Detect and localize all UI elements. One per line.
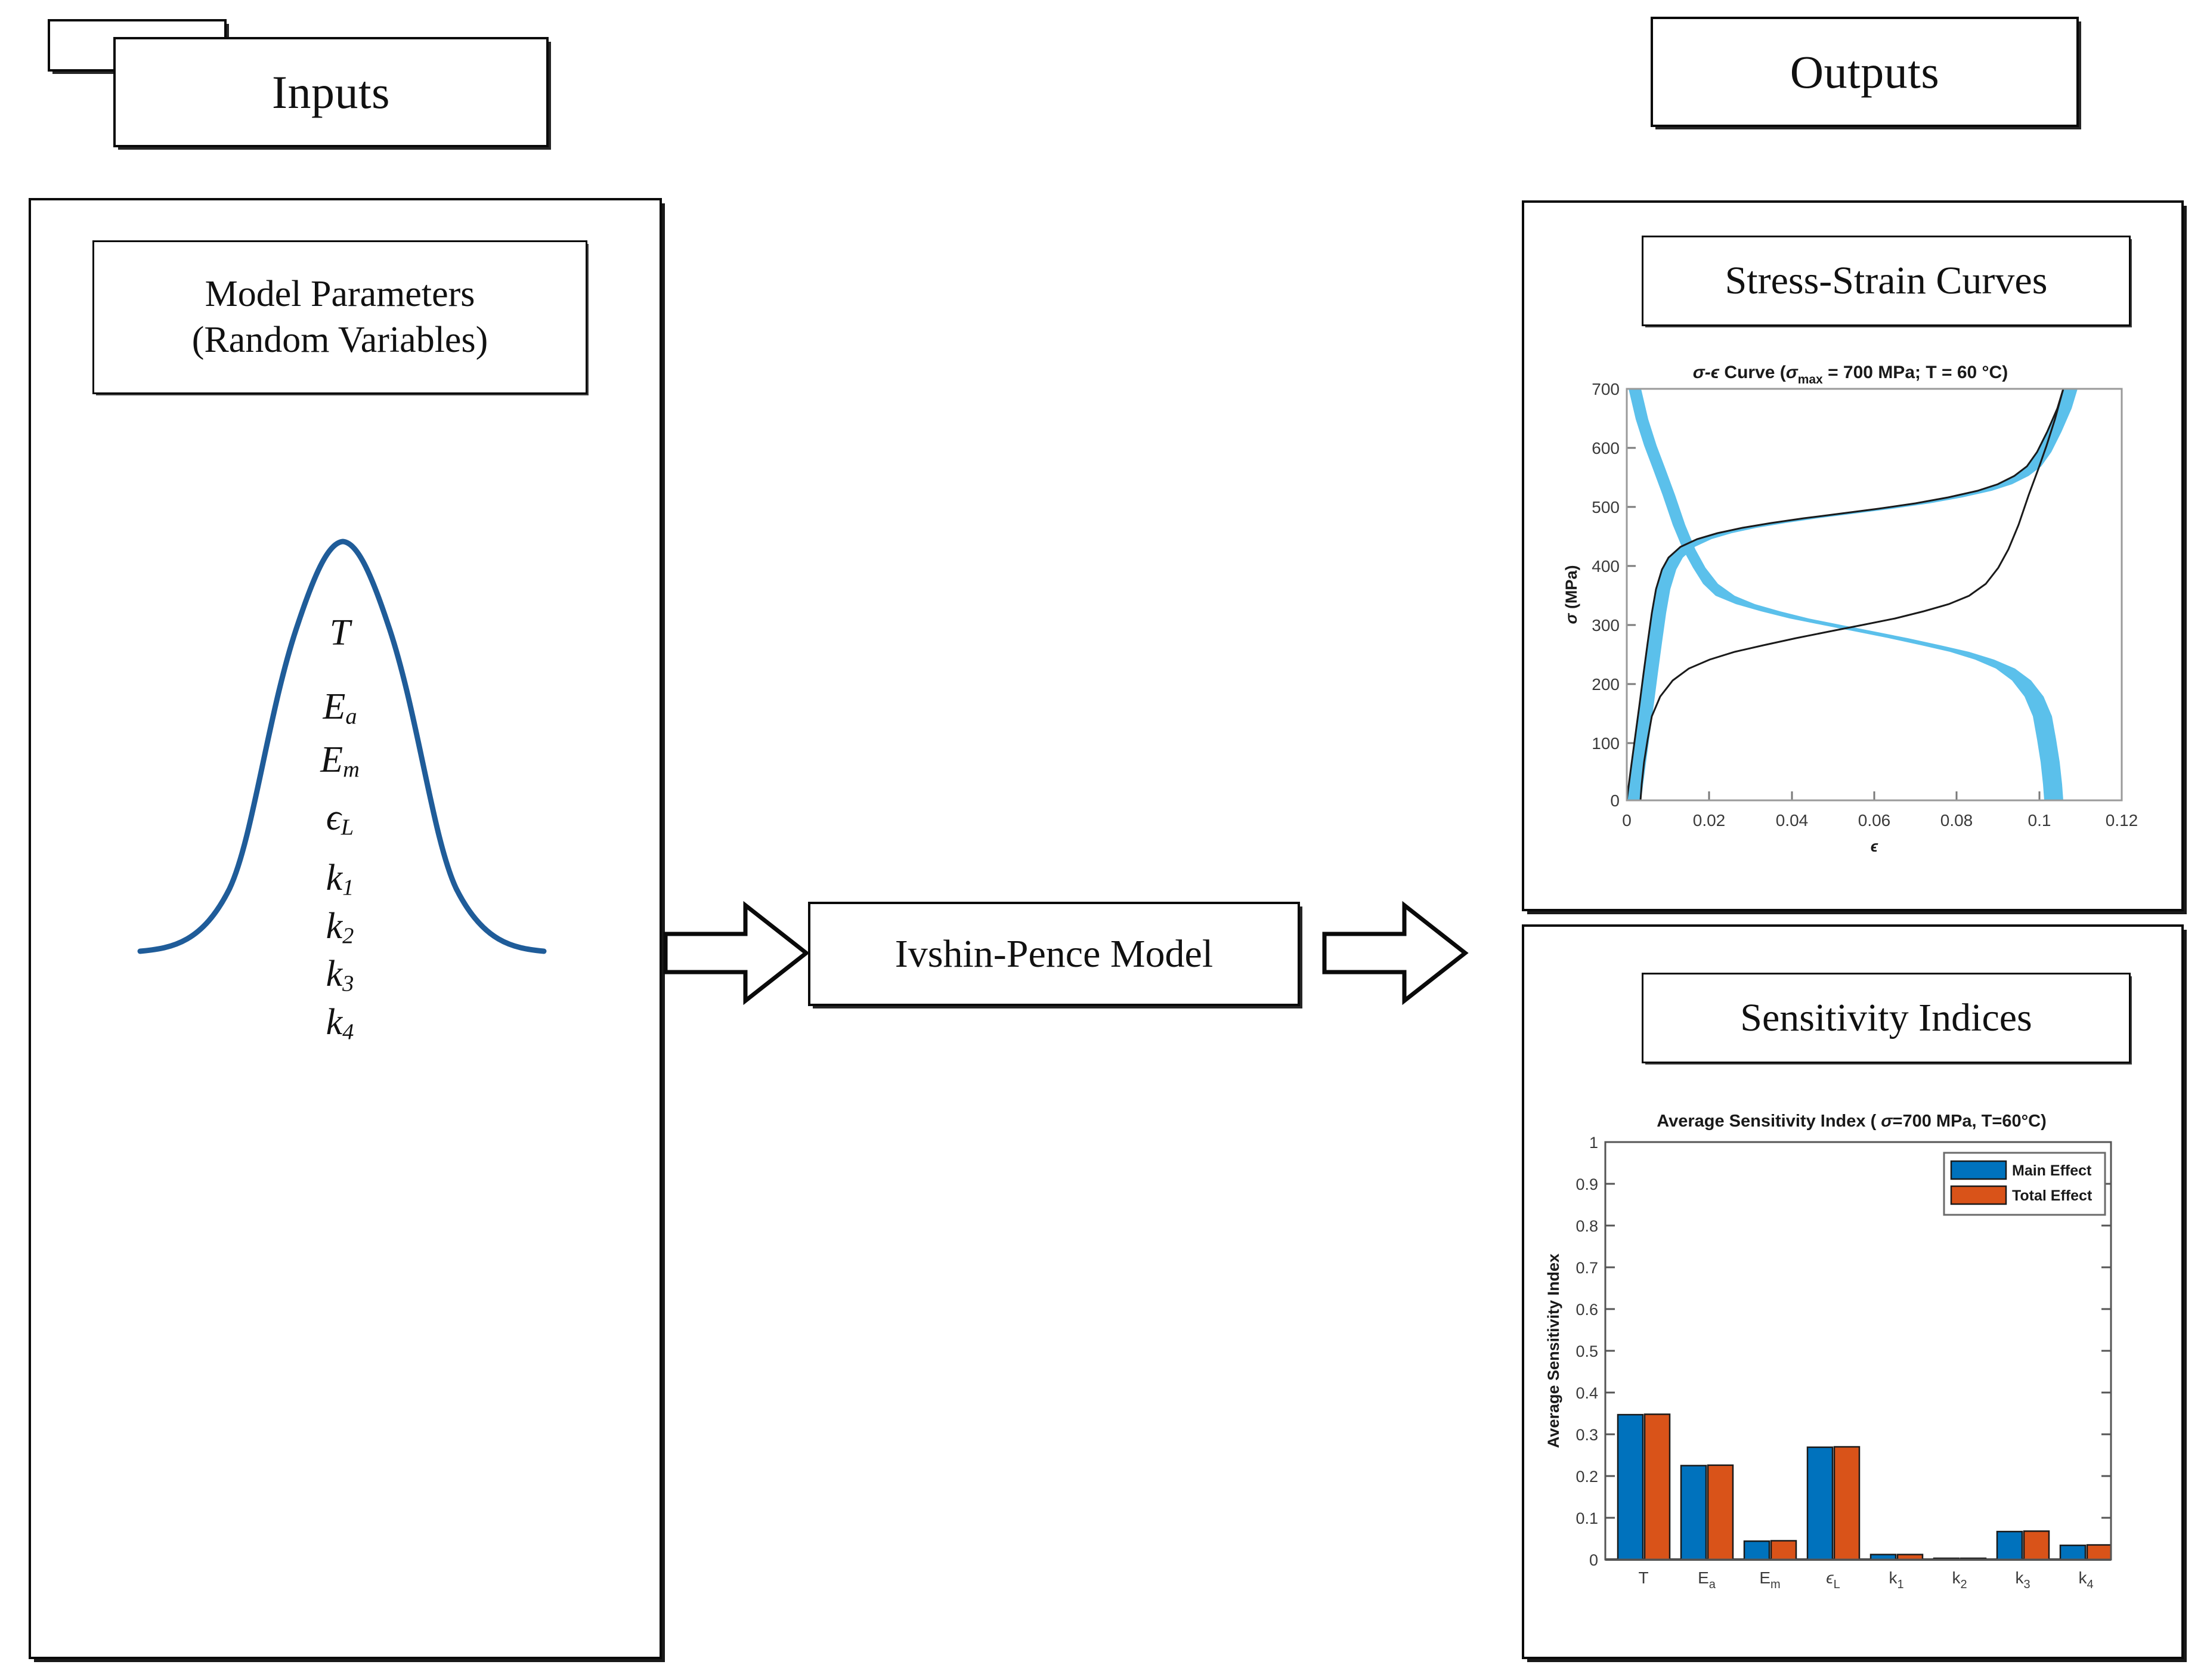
- bar-total-epsilonL: [1833, 1446, 1861, 1561]
- legend-swatch-total-effect: [1950, 1185, 2007, 1205]
- svg-text:0: 0: [1589, 1551, 1598, 1569]
- random-variable-Em: Em: [320, 739, 360, 782]
- svg-text:0.08: 0.08: [1940, 811, 1973, 830]
- bar-main-k4: [2059, 1544, 2087, 1561]
- bar-main-epsilonL: [1806, 1446, 1834, 1561]
- model-box: Ivshin-Pence Model: [808, 902, 1300, 1006]
- sens-y-ticks: 1 0.9 0.8 0.7 0.6 0.5 0.4 0.3 0.2 0.1 0: [1575, 1134, 1615, 1569]
- model-parameters-box: Model Parameters (Random Variables): [92, 240, 587, 394]
- sensitivity-bar-chart: Average Sensitivity Index ( σ=700 MPa, T…: [1544, 1112, 2112, 1591]
- normal-distribution-curve: [137, 539, 547, 954]
- svg-text:0.4: 0.4: [1575, 1384, 1598, 1402]
- svg-text:0.9: 0.9: [1575, 1175, 1598, 1193]
- bar-total-Ea: [1707, 1464, 1734, 1561]
- legend-swatch-main-effect: [1950, 1160, 2007, 1180]
- svg-text:0.8: 0.8: [1575, 1217, 1598, 1235]
- model-label: Ivshin-Pence Model: [894, 932, 1214, 976]
- inputs-header-label: Inputs: [272, 66, 390, 118]
- stress-strain-title: Stress-Strain Curves: [1725, 259, 2048, 302]
- bar-total-Em: [1770, 1540, 1797, 1561]
- ss-mean-unloading: [1639, 389, 2064, 800]
- svg-text:1: 1: [1589, 1134, 1598, 1152]
- stress-strain-title-box: Stress-Strain Curves: [1642, 236, 2131, 326]
- legend-label-main-effect: Main Effect: [2012, 1162, 2092, 1179]
- sens-cat-T: T: [1638, 1568, 1648, 1587]
- svg-text:0.1: 0.1: [2028, 811, 2051, 830]
- svg-text:100: 100: [1592, 734, 1620, 753]
- sens-cat-Em: Em: [1759, 1568, 1780, 1591]
- svg-text:0.3: 0.3: [1575, 1426, 1598, 1444]
- svg-text:300: 300: [1592, 616, 1620, 635]
- svg-text:0.5: 0.5: [1575, 1342, 1598, 1360]
- sensitivity-title: Sensitivity Indices: [1740, 996, 2032, 1039]
- svg-text:400: 400: [1592, 557, 1620, 576]
- bar-main-k3: [1996, 1530, 2023, 1561]
- svg-text:0.1: 0.1: [1575, 1509, 1598, 1527]
- random-variable-k4: k4: [326, 1002, 354, 1045]
- sensitivity-title-box: Sensitivity Indices: [1642, 973, 2131, 1063]
- random-variable-list: T Ea Em ϵL k1 k2 k3 k4: [250, 614, 429, 1044]
- svg-text:0.02: 0.02: [1693, 811, 1726, 830]
- svg-text:200: 200: [1592, 675, 1620, 694]
- sens-bars: [1617, 1413, 2112, 1561]
- sens-cat-epsilonL: ϵL: [1826, 1568, 1840, 1591]
- random-variable-epsilonL: ϵL: [326, 797, 354, 840]
- random-variable-T: T: [329, 612, 351, 653]
- ss-plot-title: σ-ϵ Curve (σmax = 700 MPa; T = 60 °C): [1693, 363, 2008, 386]
- bar-main-Ea: [1680, 1465, 1707, 1561]
- svg-text:0.06: 0.06: [1858, 811, 1891, 830]
- random-variable-k1: k1: [326, 857, 354, 901]
- sens-legend: Main Effect Total Effect: [1943, 1152, 2106, 1216]
- sens-ylabel: Average Sensitivity Index: [1544, 1254, 1562, 1448]
- ss-ylabel: σ (MPa): [1562, 565, 1580, 624]
- svg-text:0.6: 0.6: [1575, 1301, 1598, 1319]
- outputs-header-label: Outputs: [1790, 45, 1940, 98]
- bar-total-T: [1643, 1413, 1671, 1561]
- svg-text:0.7: 0.7: [1575, 1259, 1598, 1277]
- svg-text:0.12: 0.12: [2106, 811, 2138, 830]
- svg-text:0: 0: [1622, 811, 1632, 830]
- model-parameters-line1: Model Parameters: [205, 273, 475, 314]
- sens-cat-k1: k1: [1889, 1568, 1903, 1591]
- sens-x-ticks: T Ea Em ϵL k1 k2 k3 k4: [1638, 1568, 2093, 1591]
- random-variable-k2: k2: [326, 905, 354, 949]
- svg-text:500: 500: [1592, 498, 1620, 516]
- svg-text:700: 700: [1592, 380, 1620, 398]
- inputs-panel: [29, 198, 662, 1659]
- svg-text:0: 0: [1610, 791, 1620, 810]
- bar-main-T: [1617, 1413, 1644, 1561]
- stress-strain-plot: σ-ϵ Curve (σmax = 700 MPa; T = 60 °C) 70…: [1562, 363, 2138, 855]
- ss-mean-loading: [1627, 389, 2064, 800]
- bar-total-k3: [2023, 1530, 2050, 1561]
- ss-curves: [1627, 389, 2078, 800]
- legend-label-total-effect: Total Effect: [2012, 1187, 2093, 1204]
- sens-cat-k2: k2: [1952, 1568, 1967, 1591]
- bar-total-k4: [2086, 1544, 2112, 1561]
- random-variable-k3: k3: [326, 954, 354, 997]
- sens-plot-title: Average Sensitivity Index ( σ=700 MPa, T…: [1657, 1112, 2047, 1131]
- arrow-model-to-outputs-icon: [1322, 901, 1469, 1005]
- sens-cat-Ea: Ea: [1698, 1568, 1716, 1591]
- inputs-header: Inputs: [113, 37, 549, 147]
- sens-cat-k4: k4: [2078, 1568, 2093, 1591]
- svg-text:600: 600: [1592, 439, 1620, 457]
- arrow-inputs-to-model-icon: [663, 901, 810, 1005]
- random-variable-Ea: Ea: [323, 686, 357, 729]
- ss-x-ticks: 0 0.02 0.04 0.06 0.08 0.1 0.12: [1622, 791, 2138, 830]
- ss-band-unloading: [1629, 389, 2063, 800]
- ss-xlabel: ϵ: [1871, 837, 1878, 855]
- svg-text:0.2: 0.2: [1575, 1468, 1598, 1486]
- bar-main-Em: [1743, 1540, 1770, 1561]
- ss-y-ticks: 700 600 500 400 300 200 100 0: [1592, 380, 1636, 810]
- outputs-header: Outputs: [1651, 17, 2079, 127]
- sens-cat-k3: k3: [2015, 1568, 2030, 1591]
- model-parameters-line2: (Random Variables): [191, 320, 488, 360]
- svg-text:0.04: 0.04: [1776, 811, 1809, 830]
